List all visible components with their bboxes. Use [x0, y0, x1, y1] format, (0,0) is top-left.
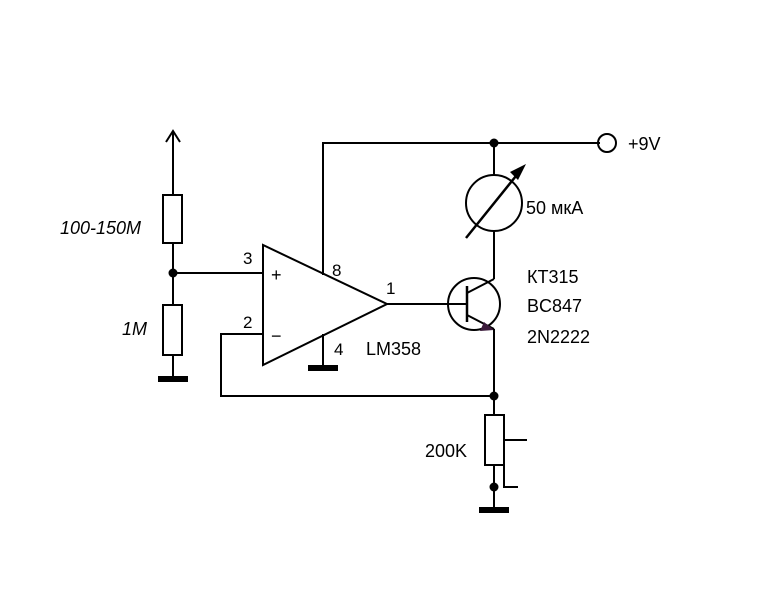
opamp-plus-sign: + [271, 265, 282, 285]
potentiometer [479, 414, 527, 513]
supply-label: +9V [628, 134, 661, 154]
pin-3-label: 3 [243, 249, 252, 268]
pot-label: 200K [425, 441, 467, 461]
pin-8-label: 8 [332, 261, 341, 280]
resistor-top [162, 194, 183, 305]
pin-2-label: 2 [243, 313, 252, 332]
resistor-bottom [158, 304, 188, 382]
opamp-part-label: LM358 [366, 339, 421, 359]
opamp-minus-sign: − [271, 326, 282, 346]
opamp-symbol [262, 243, 390, 367]
transistor [447, 272, 501, 331]
transistor-part-1: КТ315 [527, 267, 579, 287]
pot-node [489, 482, 499, 492]
opamp-ground [308, 334, 338, 371]
transistor-part-3: 2N2222 [527, 327, 590, 347]
wire-vcc-rail [322, 142, 600, 275]
input-arrow-icon [165, 129, 181, 195]
emitter-arrow-icon [480, 322, 494, 331]
resistor-top-label: 100-150M [60, 218, 141, 238]
resistor-bottom-label: 1M [122, 319, 147, 339]
pin-4-label: 4 [334, 340, 343, 359]
adjust-arrow-icon [465, 164, 526, 239]
meter-label: 50 мкА [526, 198, 583, 218]
pin-1-label: 1 [386, 279, 395, 298]
transistor-part-2: BC847 [527, 296, 582, 316]
supply-terminal [597, 133, 617, 153]
meter [465, 143, 523, 272]
emitter-node [489, 391, 499, 401]
wire-feedback [220, 333, 497, 397]
